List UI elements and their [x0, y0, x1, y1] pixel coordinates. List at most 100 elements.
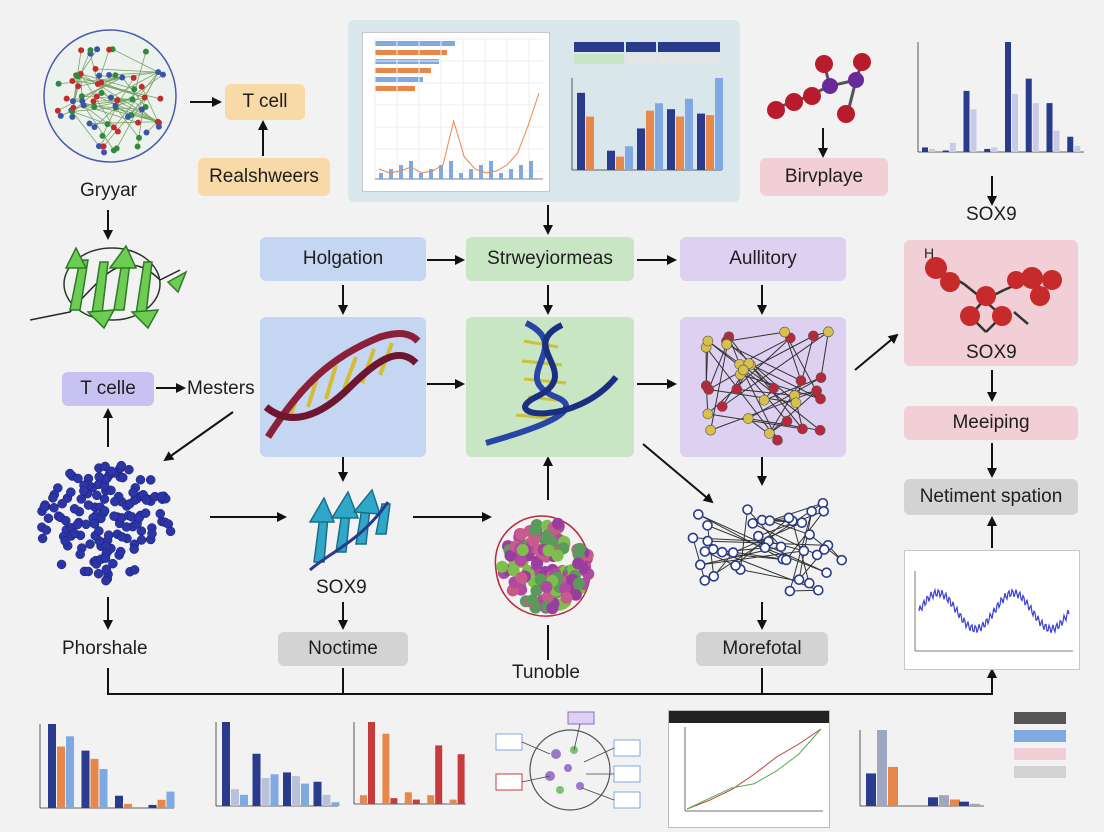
bar [939, 795, 949, 806]
chart-top-right [904, 24, 1090, 178]
beta-sheet-icon [290, 482, 400, 572]
bar [261, 778, 270, 806]
bar [375, 86, 415, 91]
chart-wave [904, 550, 1080, 670]
bar [368, 722, 375, 804]
bottom-chart-2 [198, 716, 344, 826]
bar [963, 90, 970, 152]
arrow [163, 411, 234, 462]
network-graph-icon [680, 488, 850, 600]
box-aullitory-label: Aullitory [729, 248, 797, 269]
bar [375, 50, 447, 55]
bar [322, 794, 331, 806]
bar [607, 150, 615, 170]
bar [637, 128, 645, 170]
box-noctime[interactable]: Noctime [278, 632, 408, 666]
bar [252, 753, 261, 806]
bar [390, 798, 398, 804]
arrow [854, 333, 899, 371]
bar [57, 746, 65, 808]
bar [509, 169, 513, 179]
box-holgation[interactable]: Holgation [260, 237, 426, 281]
bar [66, 736, 74, 808]
dna-helix-icon [485, 320, 619, 446]
bar [616, 156, 624, 170]
box-strweyiormeas-label: Strweyiormeas [487, 248, 613, 269]
molecule-panel-sox9: H SOX9 [904, 240, 1078, 366]
bar [1053, 130, 1060, 152]
bottom-chart-3 [340, 712, 470, 824]
box-holgation-label: Holgation [302, 248, 384, 269]
box-realshweers-label: Realshweers [209, 166, 319, 187]
bar [970, 803, 980, 806]
bar [922, 147, 928, 152]
bar [382, 733, 390, 804]
box-t-cell-label: T cell [242, 91, 288, 112]
bar [950, 799, 960, 806]
box-meeiping-label: Meeiping [952, 412, 1030, 433]
series-line [918, 587, 1070, 635]
bar [292, 776, 300, 806]
bar [283, 772, 291, 806]
box-noctime-label: Noctime [308, 638, 378, 659]
chart-panel-top [348, 20, 740, 202]
bottom-chart-6 [852, 710, 988, 826]
bar [375, 68, 431, 73]
bar [166, 791, 175, 808]
bar [449, 161, 453, 179]
series-line [378, 92, 540, 174]
bar [439, 165, 443, 179]
chart-line-bars [362, 32, 550, 192]
protein-blob-icon [490, 510, 602, 622]
label-sox9-pink: SOX9 [966, 342, 1017, 363]
bar [1025, 78, 1032, 152]
bar [715, 78, 723, 170]
bar [928, 797, 938, 806]
label-gryyar: Gryyar [80, 180, 137, 201]
box-realshweers[interactable]: Realshweers [198, 158, 330, 196]
bar [404, 792, 412, 804]
bar [419, 173, 423, 179]
dna-helix-icon [263, 330, 421, 439]
dna-panel-red [260, 317, 426, 457]
molecule-icon: H [924, 245, 1062, 333]
bar [577, 92, 585, 170]
molecule-icon [700, 326, 834, 446]
bar [697, 113, 705, 170]
box-netiment-spation-label: Netiment spation [919, 486, 1063, 507]
box-morefotal[interactable]: Morefotal [696, 632, 828, 666]
bar [399, 165, 403, 179]
bar [646, 110, 654, 170]
bar [231, 789, 239, 806]
label-phorshale: Phorshale [62, 638, 148, 659]
box-morefotal-label: Morefotal [722, 638, 802, 659]
bar [942, 150, 949, 152]
bar [1012, 93, 1018, 152]
box-aullitory[interactable]: Aullitory [680, 237, 846, 281]
arrow [107, 668, 997, 695]
bar [331, 802, 340, 806]
box-t-cell[interactable]: T cell [225, 84, 305, 120]
bar [429, 169, 433, 179]
bar [427, 795, 435, 804]
box-strweyiormeas[interactable]: Strweyiormeas [466, 237, 634, 281]
bar [929, 148, 935, 152]
box-netiment-spation[interactable]: Netiment spation [904, 479, 1078, 515]
bar [519, 165, 523, 179]
bar [469, 169, 473, 179]
bar [1067, 136, 1074, 152]
bottom-chart-5 [668, 710, 830, 828]
box-meeiping[interactable]: Meeiping [904, 406, 1078, 440]
series-line [686, 728, 822, 810]
bar [379, 173, 383, 179]
bar [991, 147, 998, 152]
bar [685, 98, 693, 170]
box-t-celle[interactable]: T celle [62, 372, 154, 406]
box-birvplaye[interactable]: Birvplaye [760, 158, 888, 196]
bar [877, 730, 887, 806]
bar [888, 766, 898, 806]
bar [360, 795, 367, 804]
molecule-panel [680, 317, 846, 457]
label-sox9-lower: SOX9 [316, 577, 367, 598]
